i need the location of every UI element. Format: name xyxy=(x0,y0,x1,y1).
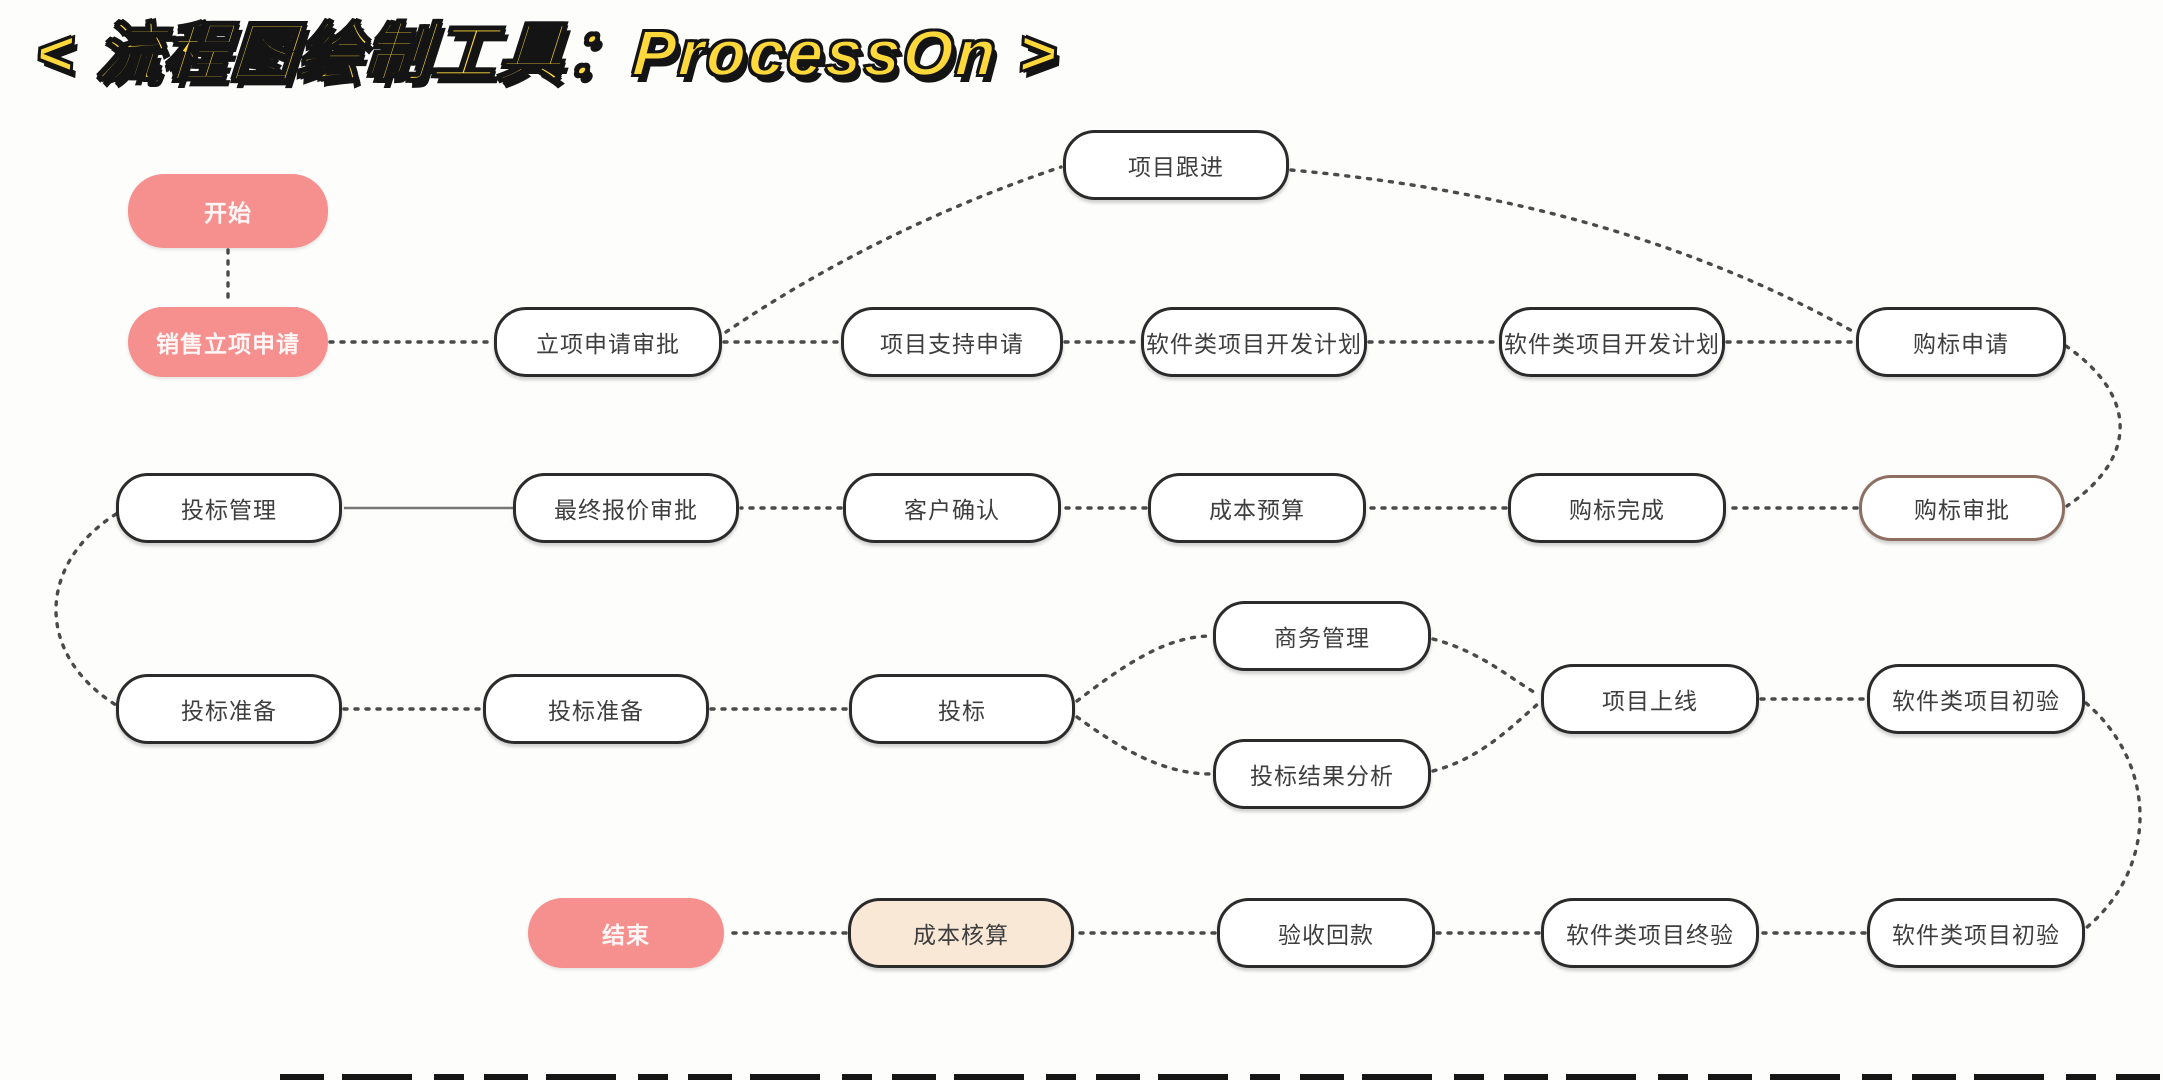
node-label: 开始 xyxy=(204,200,252,226)
node-start[interactable]: 开始 xyxy=(128,174,328,248)
edge-followup-purchreq xyxy=(1289,168,1856,334)
node-label: 结束 xyxy=(602,922,650,948)
node-label: 投标准备 xyxy=(181,698,277,724)
node-launch[interactable]: 项目上线 xyxy=(1541,664,1759,734)
node-follow-up[interactable]: 项目跟进 xyxy=(1063,130,1289,200)
node-initial-accept-2[interactable]: 软件类项目初验 xyxy=(1867,898,2085,968)
edge-purchreq-purchappr xyxy=(2064,344,2122,508)
edge-bidmgmt-bidprep1 xyxy=(54,512,118,707)
node-final-accept[interactable]: 软件类项目终验 xyxy=(1541,898,1759,968)
node-dev-plan-1[interactable]: 软件类项目开发计划 xyxy=(1141,307,1367,377)
node-label: 购标申请 xyxy=(1913,331,2009,357)
node-sales-request[interactable]: 销售立项申请 xyxy=(128,307,328,377)
node-end[interactable]: 结束 xyxy=(528,898,724,968)
node-bid-prep-2[interactable]: 投标准备 xyxy=(483,674,709,744)
node-approval[interactable]: 立项申请审批 xyxy=(494,307,722,377)
node-bid-analysis[interactable]: 投标结果分析 xyxy=(1213,739,1431,809)
node-dev-plan-2[interactable]: 软件类项目开发计划 xyxy=(1499,307,1725,377)
node-final-quote[interactable]: 最终报价审批 xyxy=(513,473,739,543)
node-acceptance-payment[interactable]: 验收回款 xyxy=(1217,898,1435,968)
node-label: 投标 xyxy=(938,698,986,724)
node-label: 销售立项申请 xyxy=(156,331,300,357)
edge-bid-bidanalysis xyxy=(1075,715,1213,776)
node-label: 软件类项目开发计划 xyxy=(1504,331,1720,357)
node-label: 软件类项目初验 xyxy=(1892,688,2060,714)
node-bid-prep-1[interactable]: 投标准备 xyxy=(116,674,342,744)
node-bid[interactable]: 投标 xyxy=(849,674,1075,744)
node-purchase-done[interactable]: 购标完成 xyxy=(1508,473,1726,543)
node-label: 项目支持申请 xyxy=(880,331,1024,357)
node-purchase-request[interactable]: 购标申请 xyxy=(1856,307,2066,377)
node-label: 最终报价审批 xyxy=(554,497,698,523)
edge-bid-bizmgmt xyxy=(1075,634,1213,703)
node-label: 成本核算 xyxy=(913,922,1009,948)
node-label: 立项申请审批 xyxy=(536,331,680,357)
node-bid-mgmt[interactable]: 投标管理 xyxy=(116,473,342,543)
node-label: 购标审批 xyxy=(1914,497,2010,523)
node-label: 成本预算 xyxy=(1209,497,1305,523)
node-label: 投标结果分析 xyxy=(1250,763,1394,789)
node-label: 软件类项目开发计划 xyxy=(1146,331,1362,357)
edge-bizmgmt-launch xyxy=(1431,637,1541,697)
node-label: 商务管理 xyxy=(1274,625,1370,651)
node-label: 验收回款 xyxy=(1278,922,1374,948)
node-label: 客户确认 xyxy=(904,497,1000,523)
edge-approval-followup xyxy=(724,165,1063,334)
node-label: 投标准备 xyxy=(548,698,644,724)
node-label: 软件类项目初验 xyxy=(1892,922,2060,948)
node-label: 项目跟进 xyxy=(1128,154,1224,180)
node-label: 投标管理 xyxy=(181,497,277,523)
node-purchase-approval[interactable]: 购标审批 xyxy=(1859,475,2065,541)
node-label: 购标完成 xyxy=(1569,497,1665,523)
edge-bidanalysis-launch xyxy=(1431,701,1541,773)
node-biz-mgmt[interactable]: 商务管理 xyxy=(1213,601,1431,671)
page-title: < 流程图绘制工具：ProcessOn > xyxy=(32,16,1062,90)
node-customer-confirm[interactable]: 客户确认 xyxy=(843,473,1061,543)
node-label: 软件类项目终验 xyxy=(1566,922,1734,948)
edge-initaccept1-initaccept2 xyxy=(2084,701,2142,930)
node-cost-budget[interactable]: 成本预算 xyxy=(1148,473,1366,543)
node-cost-accounting[interactable]: 成本核算 xyxy=(848,898,1074,968)
node-label: 项目上线 xyxy=(1602,688,1698,714)
node-initial-accept-1[interactable]: 软件类项目初验 xyxy=(1867,664,2085,734)
node-support-request[interactable]: 项目支持申请 xyxy=(841,307,1063,377)
